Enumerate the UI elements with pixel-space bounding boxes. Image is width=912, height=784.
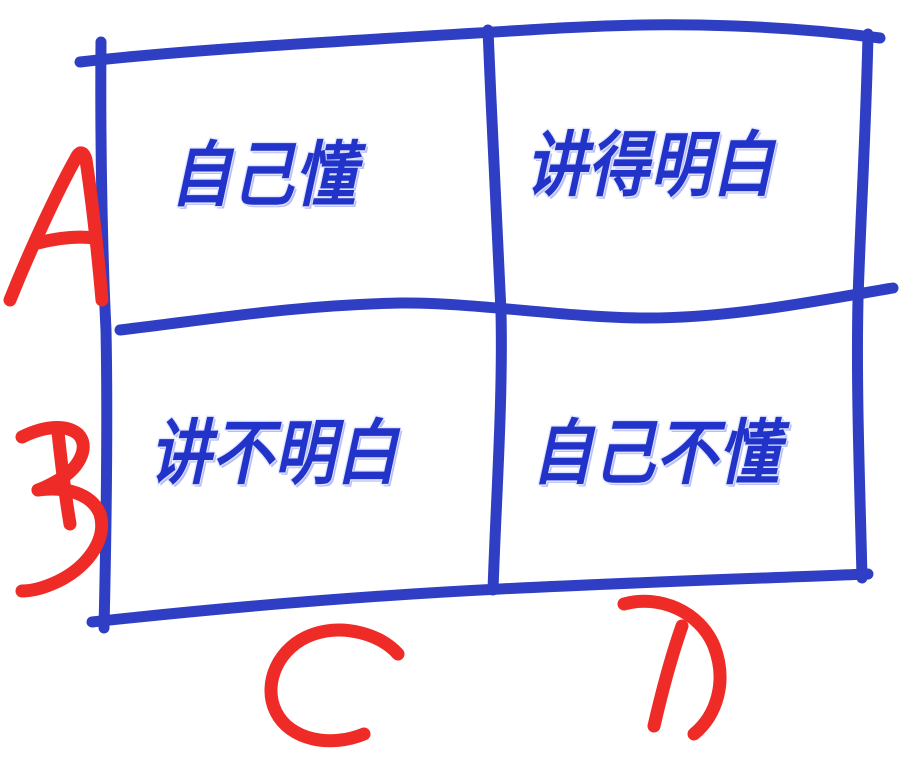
quadrant-label-bottom-left: 讲不明白	[148, 417, 399, 491]
grid-line-right-overstroke	[854, 57, 870, 577]
quadrant-label-top-left: 自己懂	[169, 139, 358, 213]
axis-letter-b: B	[14, 420, 114, 600]
axis-letter-c-stroke	[264, 623, 405, 748]
axis-letter-c: C	[260, 616, 410, 756]
axis-letter-d: D	[612, 590, 742, 740]
quadrant-text-bottom-right: 自己不懂	[530, 412, 781, 496]
quadrant-text-bottom-left: 讲不明白	[148, 412, 399, 496]
axis-letter-d-stem	[647, 619, 689, 733]
grid-line-bottom-overstroke	[117, 571, 867, 621]
axis-letter-a-bar	[31, 230, 101, 250]
grid-line-middle-vertical-overstroke	[486, 57, 505, 589]
axis-letter-b-stem	[51, 425, 77, 531]
grid-line-top-overstroke	[93, 22, 879, 61]
axis-letter-a: A	[8, 150, 108, 310]
grid-line-middle-horizontal-overstroke	[147, 286, 893, 329]
quadrant-label-bottom-right: 自己不懂	[530, 417, 781, 491]
quadrant-text-top-right: 讲得明白	[524, 124, 775, 208]
quadrant-label-top-right: 讲得明白	[524, 129, 775, 203]
quadrant-text-top-left: 自己懂	[169, 134, 358, 218]
grid-line-left-overstroke	[98, 67, 111, 625]
axis-letter-b-bowl-lower	[15, 482, 108, 598]
axis-letter-d-bowl	[617, 594, 727, 741]
